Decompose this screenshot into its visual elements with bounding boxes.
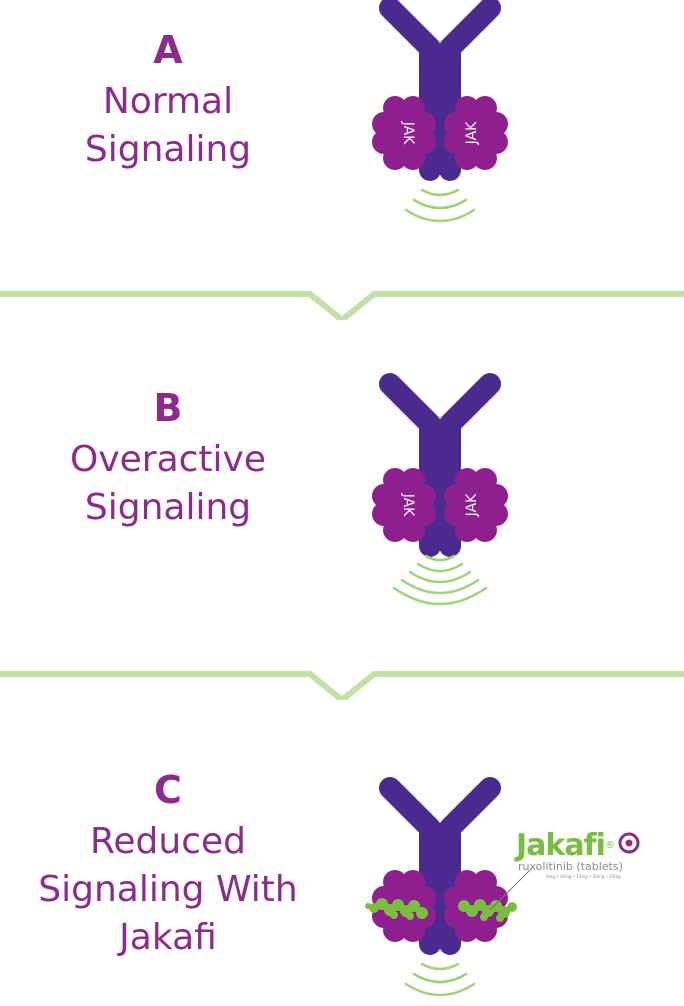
panel-b: B Overactive Signaling JAK JAK bbox=[0, 370, 684, 660]
panel-a: A Normal Signaling JAK JAK bbox=[0, 0, 684, 290]
jakafi-logo: Jakafi® ruxolitinib (tablets) 5mg • 10mg… bbox=[516, 828, 666, 879]
jakafi-brand-name: Jakafi bbox=[516, 828, 606, 863]
panel-c: C Reduced Signaling With Jakafi bbox=[0, 768, 684, 1006]
panel-b-letter: B bbox=[153, 386, 183, 430]
receptor-diagram-c bbox=[365, 777, 517, 997]
jak-left-blob bbox=[372, 870, 436, 942]
jak-right-blob bbox=[444, 468, 508, 542]
jakafi-generic-name: ruxolitinib (tablets) bbox=[518, 860, 623, 873]
divider-2 bbox=[0, 671, 684, 700]
panel-c-caption-line-3: Jakafi bbox=[119, 917, 217, 958]
signal-arcs-a bbox=[404, 188, 476, 223]
drug-molecule-right bbox=[458, 899, 517, 922]
receptor-diagram-b: JAK JAK bbox=[372, 373, 508, 606]
panel-a-letter: A bbox=[153, 28, 183, 72]
drug-molecule-left bbox=[365, 898, 428, 920]
drug-pointer-line bbox=[489, 867, 533, 911]
jakafi-registered-mark: ® bbox=[604, 840, 615, 851]
panel-b-caption-line-1: Overactive bbox=[69, 439, 266, 480]
panel-b-caption-line-2: Signaling bbox=[84, 487, 252, 528]
jak-left-blob bbox=[372, 96, 436, 170]
jak-left-label: JAK bbox=[400, 121, 416, 145]
panel-a-caption-line-1: Normal bbox=[102, 81, 234, 122]
panel-c-letter: C bbox=[154, 768, 182, 812]
jak-right-blob bbox=[444, 96, 508, 170]
panel-c-caption-line-2: Signaling With bbox=[38, 869, 298, 910]
jak-right-label: JAK bbox=[464, 121, 480, 145]
jak-left-label: JAK bbox=[400, 493, 416, 517]
jakafi-eye-icon bbox=[618, 832, 640, 854]
panel-b-label: B Overactive Signaling bbox=[0, 386, 336, 532]
signal-arcs-c bbox=[404, 962, 476, 997]
jakafi-doses: 5mg • 10mg • 15mg • 20mg • 25mg bbox=[546, 874, 621, 879]
jak-right-blob bbox=[444, 870, 508, 942]
receptor-diagram-a: JAK JAK bbox=[372, 0, 508, 223]
divider-1 bbox=[0, 291, 684, 320]
signal-arcs-b bbox=[392, 554, 488, 606]
panel-c-label: C Reduced Signaling With Jakafi bbox=[0, 768, 336, 962]
jak-left-blob bbox=[372, 468, 436, 542]
panel-c-caption-line-1: Reduced bbox=[89, 821, 246, 862]
panel-a-label: A Normal Signaling bbox=[0, 28, 336, 174]
panel-a-caption-line-2: Signaling bbox=[84, 129, 252, 170]
jak-right-label: JAK bbox=[464, 493, 480, 517]
